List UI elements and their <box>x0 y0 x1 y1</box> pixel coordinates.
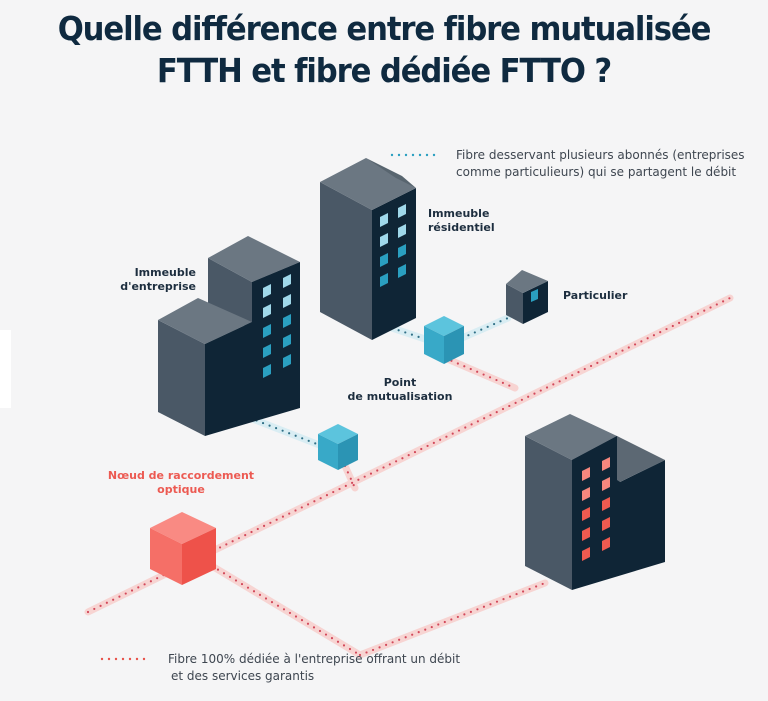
residential-building-icon <box>320 158 416 340</box>
mutualisation-point-cube-upper <box>424 316 464 364</box>
enterprise-building-icon <box>158 236 300 436</box>
legend-shared-fiber: Fibre desservant plusieurs abonnés (entr… <box>456 148 745 179</box>
label-mutualisation-point: Point de mutualisation <box>347 376 453 403</box>
individual-house-icon <box>506 270 548 324</box>
legend-dedicated-fiber: Fibre 100% dédiée à l'entreprise offrant… <box>168 652 461 683</box>
optical-node-cube <box>150 512 216 585</box>
label-individual: Particulier <box>563 289 628 302</box>
title-line-2: FTTH et fibre dédiée FTTO ? <box>156 51 612 90</box>
title-line-1: Quelle différence entre fibre mutualisée <box>57 9 712 48</box>
dedicated-enterprise-building-icon <box>525 414 665 590</box>
mutualisation-point-cube-lower <box>318 424 358 470</box>
label-enterprise: Immeuble d'entreprise <box>120 266 196 293</box>
page-title: Quelle différence entre fibre mutualisée… <box>27 8 741 92</box>
white-strip <box>0 330 11 408</box>
shared-fiber-lines <box>246 314 512 450</box>
label-residential: Immeuble résidentiel <box>428 207 495 234</box>
label-optical-node: Nœud de raccordement optique <box>107 469 255 496</box>
